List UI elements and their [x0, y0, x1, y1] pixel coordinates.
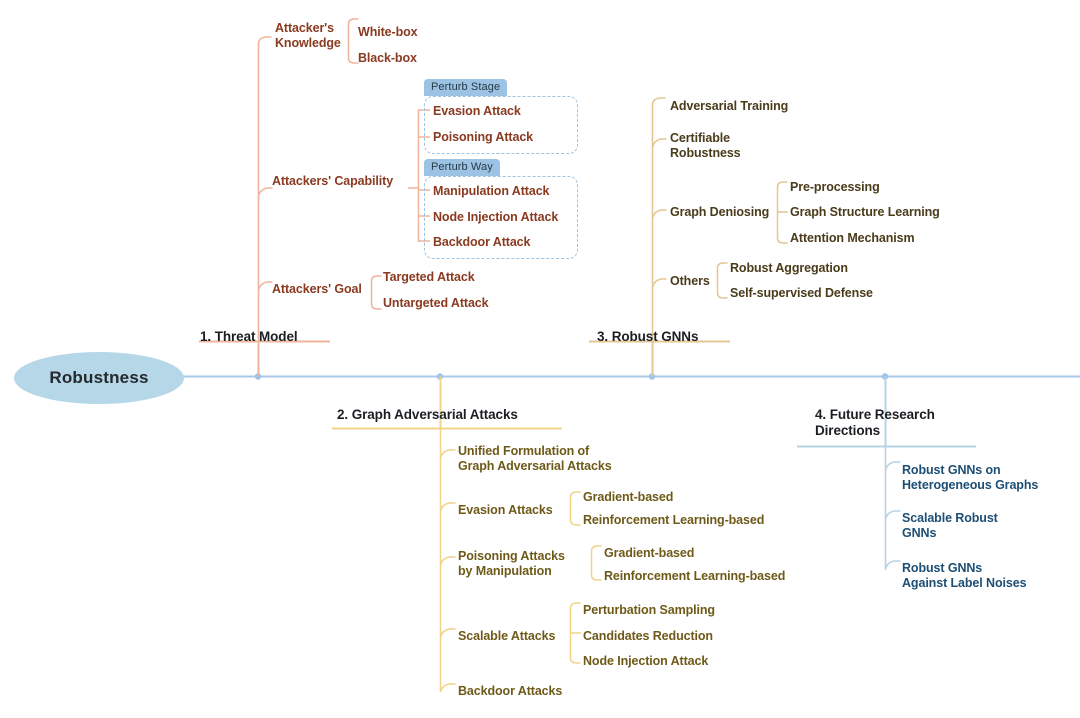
subtopic-scalable-robust-gnns[interactable]: Scalable Robust GNNs	[902, 511, 998, 541]
leaf-evasion-attack[interactable]: Evasion Attack	[433, 104, 521, 118]
subtopic-evasion-attacks[interactable]: Evasion Attacks	[458, 503, 553, 517]
leaf-backdoor-attack[interactable]: Backdoor Attack	[433, 235, 531, 249]
main-topic-threat-model[interactable]: 1. Threat Model	[200, 329, 298, 344]
leaf-poisoning-rl-based[interactable]: Reinforcement Learning-based	[604, 569, 786, 583]
leaf-node-injection-attack[interactable]: Node Injection Attack	[433, 210, 559, 224]
subtopic-attackers-knowledge[interactable]: Attacker's Knowledge	[275, 21, 341, 51]
boundary-perturb-way	[424, 176, 578, 259]
leaf-robust-aggregation[interactable]: Robust Aggregation	[730, 261, 848, 275]
subtopic-scalable-attacks[interactable]: Scalable Attacks	[458, 629, 556, 643]
subtopic-poisoning-attacks-by-manipulation[interactable]: Poisoning Attacks by Manipulation	[458, 549, 565, 579]
root-node-shape	[14, 352, 184, 404]
leaf-self-supervised-defense[interactable]: Self-supervised Defense	[730, 286, 873, 300]
main-topic-graph-adversarial-attacks[interactable]: 2. Graph Adversarial Attacks	[337, 407, 518, 422]
subtopic-graph-deniosing[interactable]: Graph Deniosing	[670, 205, 770, 219]
boundary-perturb-stage	[424, 96, 578, 154]
boundary-title-perturb-way: Perturb Way	[424, 159, 500, 176]
main-topic-robust-gnns[interactable]: 3. Robust GNNs	[597, 329, 699, 344]
subtopic-robust-gnns-heterogeneous-graphs[interactable]: Robust GNNs on Heterogeneous Graphs	[902, 463, 1039, 493]
main-topic-future-research-directions[interactable]: 4. Future Research Directions	[815, 407, 935, 439]
leaf-untargeted-attack[interactable]: Untargeted Attack	[383, 296, 489, 310]
leaf-poisoning-gradient-based[interactable]: Gradient-based	[604, 546, 695, 560]
leaf-scalable-node-injection-attack[interactable]: Node Injection Attack	[583, 654, 709, 668]
leaf-white-box[interactable]: White-box	[358, 25, 418, 39]
subtopic-certifiable-robustness[interactable]: Certifiable Robustness	[670, 131, 741, 161]
leaf-manipulation-attack[interactable]: Manipulation Attack	[433, 184, 550, 198]
leaf-evasion-rl-based[interactable]: Reinforcement Learning-based	[583, 513, 765, 527]
subtopic-adversarial-training[interactable]: Adversarial Training	[670, 99, 789, 113]
subtopic-attackers-capability[interactable]: Attackers' Capability	[272, 174, 394, 188]
leaf-poisoning-attack[interactable]: Poisoning Attack	[433, 130, 534, 144]
leaf-perturbation-sampling[interactable]: Perturbation Sampling	[583, 603, 715, 617]
subtopic-robust-gnns-against-label-noises[interactable]: Robust GNNs Against Label Noises	[902, 561, 1027, 591]
subtopic-others[interactable]: Others	[670, 274, 710, 288]
leaf-graph-structure-learning[interactable]: Graph Structure Learning	[790, 205, 940, 219]
leaf-attention-mechanism[interactable]: Attention Mechanism	[790, 231, 915, 245]
subtopic-unified-formulation[interactable]: Unified Formulation of Graph Adversarial…	[458, 444, 612, 474]
leaf-pre-processing[interactable]: Pre-processing	[790, 180, 880, 194]
leaf-evasion-gradient-based[interactable]: Gradient-based	[583, 490, 674, 504]
leaf-targeted-attack[interactable]: Targeted Attack	[383, 270, 475, 284]
leaf-black-box[interactable]: Black-box	[358, 51, 417, 65]
subtopic-attackers-goal[interactable]: Attackers' Goal	[272, 282, 362, 296]
leaf-candidates-reduction[interactable]: Candidates Reduction	[583, 629, 713, 643]
subtopic-backdoor-attacks[interactable]: Backdoor Attacks	[458, 684, 563, 698]
boundary-title-perturb-stage: Perturb Stage	[424, 79, 508, 96]
root-node-label[interactable]: Robustness	[49, 368, 149, 387]
